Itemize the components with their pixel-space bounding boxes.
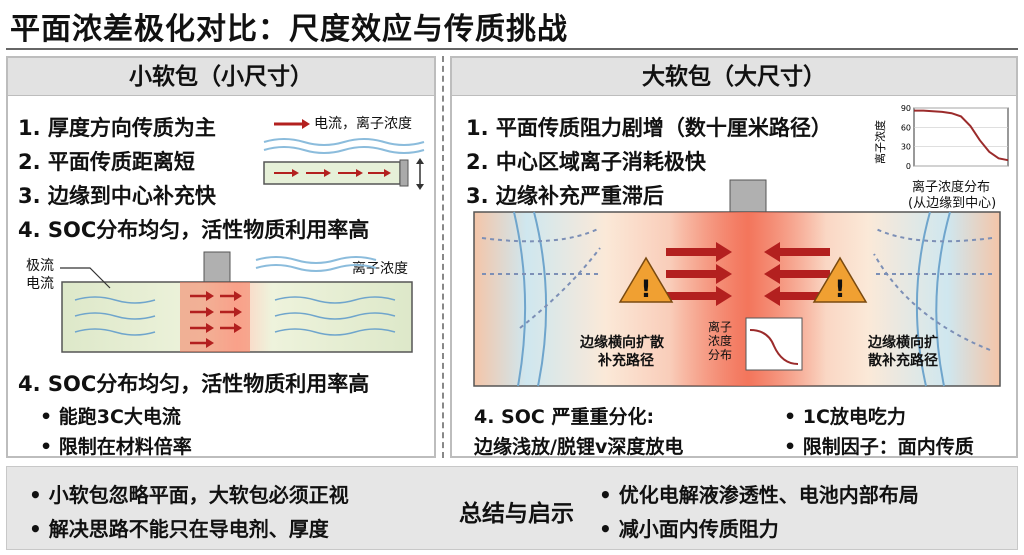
summary-right-2: • 减小面内传质阻力 bbox=[599, 517, 779, 541]
legend-arrow-icon bbox=[274, 119, 310, 129]
right-bullet-1: • 1C放电吃力 bbox=[784, 406, 906, 428]
left-panel-header: 小软包（小尺寸） bbox=[8, 58, 434, 96]
title-rule bbox=[6, 48, 1018, 50]
summary-right-1: • 优化电解液渗透性、电池内部布局 bbox=[599, 483, 919, 507]
summary-left-2: • 解决思路不能只在导电剂、厚度 bbox=[29, 517, 329, 541]
summary-left-1: • 小软包忽略平面，大软包必须正视 bbox=[29, 483, 349, 507]
right-point-3: 3. 边缘补充严重滞后 bbox=[466, 184, 664, 208]
mini-chart-label: 离子 浓度 分布 bbox=[708, 320, 733, 362]
left-bullet-1: • 能跑3C大电流 bbox=[40, 406, 181, 428]
svg-text:!: ! bbox=[641, 275, 652, 303]
collector-label-2: 电流 bbox=[26, 276, 54, 292]
chart-ytick-label: 30 bbox=[901, 143, 911, 152]
small-cell-illustration bbox=[263, 138, 425, 190]
chart-caption-1: 离子浓度分布 bbox=[912, 180, 991, 195]
collector-label-1: 极流 bbox=[26, 258, 54, 274]
chart-ylabel: 离子浓度 bbox=[873, 120, 887, 164]
panel-divider bbox=[442, 56, 444, 458]
chart-ticks: 0 30 60 90 bbox=[901, 104, 911, 171]
svg-text:!: ! bbox=[835, 275, 846, 303]
warning-icon-left: ! bbox=[618, 256, 674, 303]
chart-caption-2: (从边缘到中心) bbox=[908, 196, 997, 211]
left-point-3: 3. 边缘到中心补充快 bbox=[18, 184, 216, 208]
left-point-1: 1. 厚度方向传质为主 bbox=[18, 116, 216, 140]
right-point-4-line-2: 边缘浅放/脱锂v深度放电 bbox=[474, 436, 684, 458]
right-panel-header: 大软包（大尺寸） bbox=[452, 58, 1016, 96]
chart-series-line bbox=[914, 109, 1009, 162]
chart-ytick-label: 0 bbox=[906, 162, 911, 171]
right-point-1: 1. 平面传质阻力剧增（数十厘米路径） bbox=[466, 116, 832, 140]
left-point-4: 4. SOC分布均匀，活性物质利用率高 bbox=[18, 218, 370, 242]
left-path-label: 边缘横向扩散 补充路径 bbox=[580, 335, 664, 369]
right-path-label: 边缘横向扩 散补充路径 bbox=[868, 335, 938, 369]
warning-icon-right: ! bbox=[812, 256, 868, 303]
ion-concentration-chart: 离子浓度 0 30 60 90 bbox=[873, 104, 1009, 171]
right-bullet-2: • 限制因子：面内传质 bbox=[784, 436, 974, 458]
large-cell-illustration: ! ! bbox=[473, 179, 1001, 387]
summary-title: 总结与启示 bbox=[459, 501, 574, 527]
chart-ytick-label: 60 bbox=[901, 123, 911, 132]
chart-ytick-label: 90 bbox=[901, 104, 911, 113]
legend-arrow-label: 电流，离子浓度 bbox=[314, 116, 412, 132]
page-title: 平面浓差极化对比：尺度效应与传质挑战 bbox=[10, 12, 568, 47]
right-point-2: 2. 中心区域离子消耗极快 bbox=[466, 150, 706, 174]
left-bullet-2: • 限制在材料倍率 bbox=[40, 436, 192, 458]
large-cell-small-format-illustration bbox=[60, 251, 413, 353]
left-point-4-repeat: 4. SOC分布均匀，活性物质利用率高 bbox=[18, 372, 370, 396]
left-point-2: 2. 平面传质距离短 bbox=[18, 150, 195, 174]
right-point-4-line-1: 4. SOC 严重重分化: bbox=[474, 406, 655, 428]
summary-bar: • 小软包忽略平面，大软包必须正视 • 解决思路不能只在导电剂、厚度 总结与启示… bbox=[6, 466, 1018, 550]
